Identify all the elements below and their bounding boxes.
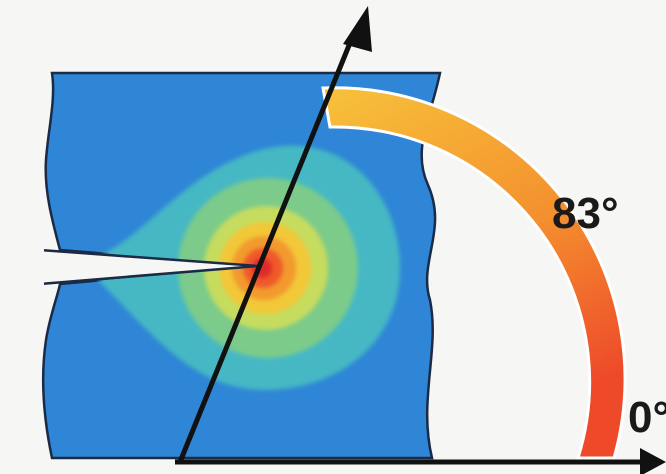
zero-label: 0° xyxy=(628,393,666,442)
angle-arc xyxy=(321,86,627,460)
angle-label: 83° xyxy=(552,189,619,238)
zero-axis xyxy=(175,448,666,474)
crack-direction-arrowhead xyxy=(343,6,372,52)
notch-edge-cover xyxy=(0,240,44,300)
zero-axis-arrowhead xyxy=(640,448,666,474)
crack-direction-axis xyxy=(177,6,372,463)
